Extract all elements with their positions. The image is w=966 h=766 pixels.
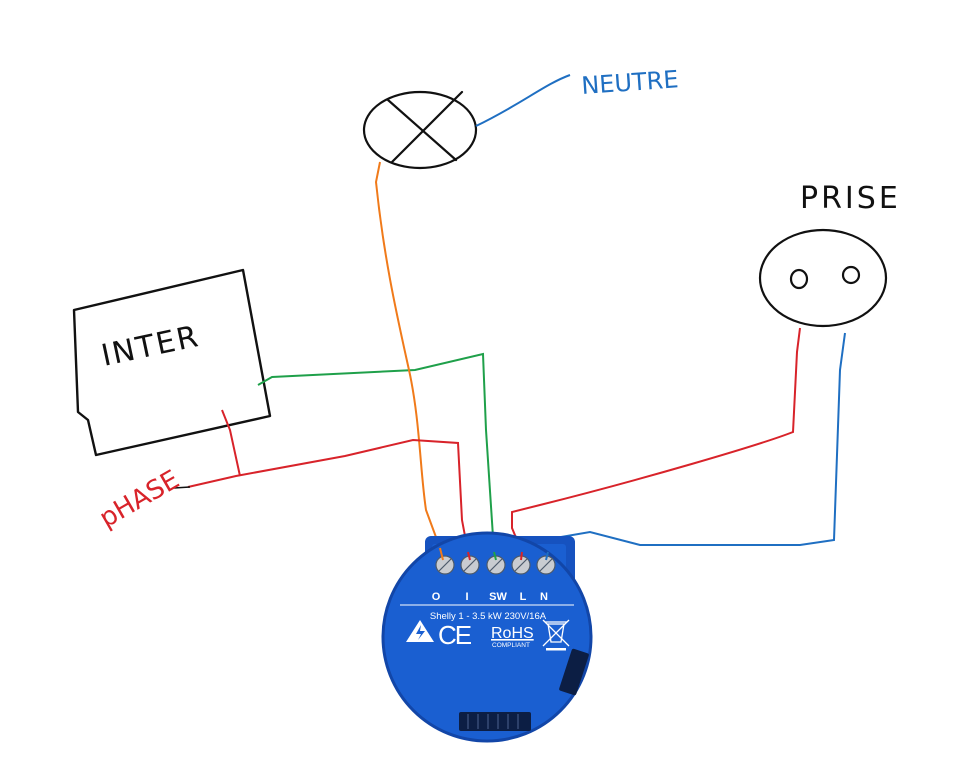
- phase-wire-main: [187, 438, 469, 553]
- label-socket: PRISE: [800, 181, 901, 216]
- terminal-labels: O I SW L N: [432, 591, 548, 603]
- terminal-label-i: I: [465, 591, 468, 603]
- lightning-warning-icon: [406, 620, 434, 642]
- ce-mark: CE: [438, 620, 472, 650]
- neutral-wire-end: [545, 551, 549, 561]
- terminal-label-l: L: [520, 591, 527, 603]
- phase-wire-end-i: [467, 551, 471, 561]
- rohs-mark: RoHS: [491, 625, 534, 642]
- neutral-wire-lamp: [475, 74, 571, 127]
- lamp-wire: [374, 161, 441, 549]
- phase-wire-socket: [511, 327, 801, 553]
- label-neutral: NEUTRE: [580, 65, 679, 100]
- rohs-compliant: COMPLIANT: [492, 642, 530, 649]
- phase-label-line: [173, 486, 191, 489]
- shelly-relay: [381, 531, 593, 743]
- terminal-label-sw: SW: [489, 591, 507, 603]
- switch-box: [72, 268, 272, 457]
- phase-wire-switch: [221, 409, 241, 477]
- weee-bin-icon: [542, 619, 570, 651]
- relay-model-line: Shelly 1 - 3.5 kW 230V/16A: [430, 611, 547, 622]
- terminal-label-n: N: [540, 591, 548, 603]
- terminal-label-o: O: [432, 591, 441, 603]
- socket-symbol: [758, 228, 888, 328]
- lamp-symbol: [362, 90, 478, 170]
- neutral-wire-socket: [547, 332, 846, 553]
- phase-wire-end-l: [520, 551, 523, 561]
- lamp-wire-end: [439, 547, 444, 561]
- switch-wire: [257, 352, 495, 553]
- switch-wire-end: [493, 551, 497, 561]
- label-phase: pHASE: [95, 465, 185, 534]
- terminal-screw-o: [435, 555, 455, 575]
- label-switch: INTER: [98, 319, 203, 374]
